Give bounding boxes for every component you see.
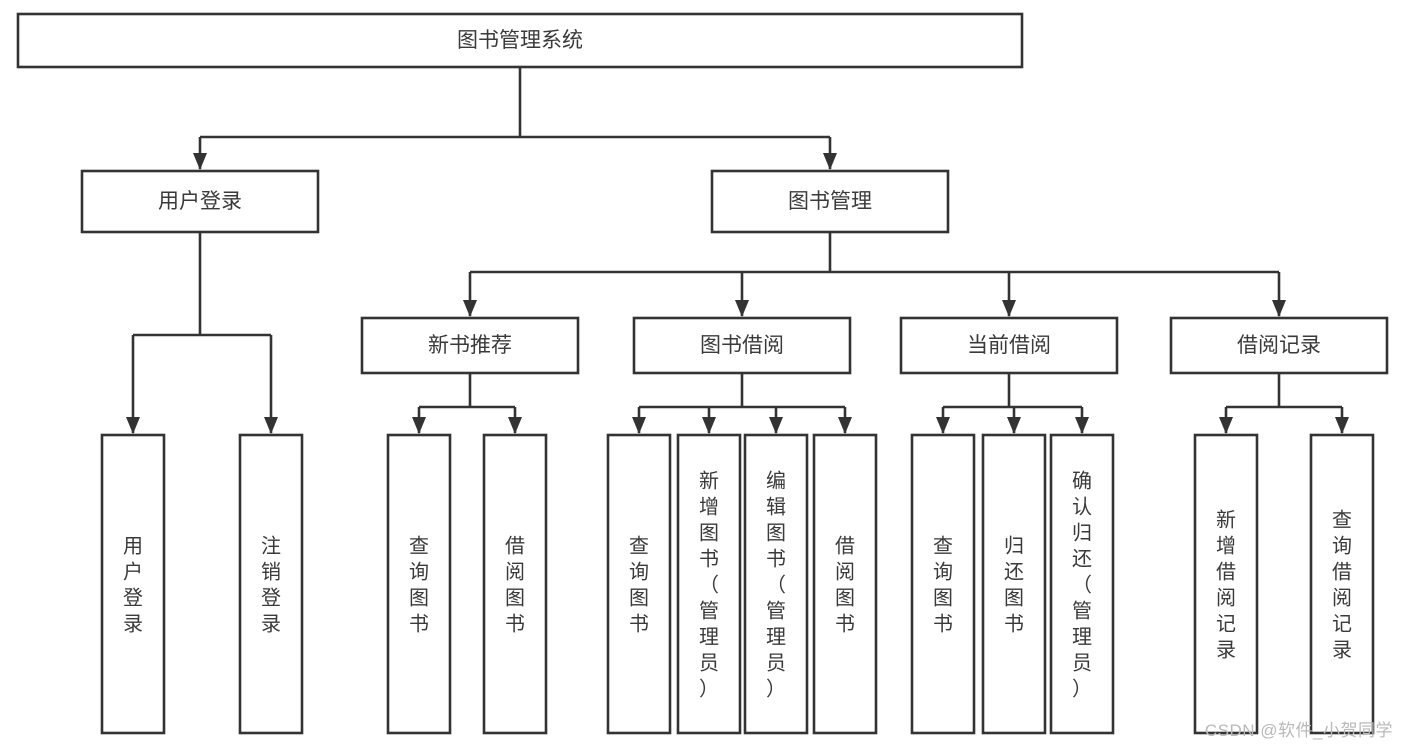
node-br-query-record[interactable]: 查询借阅记录 — [1309, 433, 1375, 735]
node-borrow-record[interactable]: 借阅记录 — [1169, 316, 1389, 375]
watermark-label: CSDN @软件_小贺同学 — [1204, 721, 1393, 740]
arrow-head-icon-borrow-record — [1272, 300, 1286, 317]
node-current-borrow[interactable]: 当前借阅 — [899, 316, 1119, 375]
arrow-head-icon-bb-add-book — [702, 417, 716, 434]
node-br-query-record-box[interactable] — [1309, 433, 1375, 735]
node-br-add-record-label: 新增借阅记录 — [1216, 508, 1236, 661]
node-bb-edit-book-box[interactable] — [743, 433, 809, 735]
node-nb-query-book[interactable]: 查询图书 — [386, 433, 452, 735]
node-cb-return-book-label: 归还图书 — [1004, 534, 1024, 635]
node-book-borrow-label: 图书借阅 — [700, 334, 784, 357]
arrow-head-icon-cb-confirm-return — [1075, 417, 1089, 434]
node-new-book-recommend-box[interactable] — [360, 316, 580, 375]
node-br-add-record[interactable]: 新增借阅记录 — [1193, 433, 1259, 735]
node-user-login[interactable]: 用户登录 — [80, 169, 320, 234]
node-cb-confirm-return-label: 确认归还（管理员） — [1072, 469, 1092, 700]
arrow-head-icon-book-borrow — [735, 300, 749, 317]
node-bb-query-book-box[interactable] — [606, 433, 672, 735]
node-borrow-record-box[interactable] — [1169, 316, 1389, 375]
node-user-login-box[interactable] — [80, 169, 320, 234]
node-bb-add-book-box[interactable] — [676, 433, 742, 735]
node-bb-borrow-book[interactable]: 借阅图书 — [812, 433, 878, 735]
node-nb-query-book-label: 查询图书 — [409, 534, 429, 635]
node-bb-edit-book[interactable]: 编辑图书（管理员） — [743, 433, 809, 735]
node-cb-query-book[interactable]: 查询图书 — [910, 433, 976, 735]
node-new-book-recommend-label: 新书推荐 — [428, 334, 512, 357]
node-cb-query-book-label: 查询图书 — [933, 534, 953, 635]
node-cb-return-book[interactable]: 归还图书 — [981, 433, 1047, 735]
node-bb-add-book[interactable]: 新增图书（管理员） — [676, 433, 742, 735]
node-bb-borrow-book-label: 借阅图书 — [835, 534, 855, 635]
arrow-head-icon-user-logout — [264, 417, 278, 434]
node-bb-borrow-book-box[interactable] — [812, 433, 878, 735]
arrow-head-icon-nb-query-book — [412, 417, 426, 434]
node-bb-query-book[interactable]: 查询图书 — [606, 433, 672, 735]
node-book-management[interactable]: 图书管理 — [710, 169, 950, 234]
node-new-book-recommend[interactable]: 新书推荐 — [360, 316, 580, 375]
node-current-borrow-box[interactable] — [899, 316, 1119, 375]
node-user-login-do-label: 用户登录 — [123, 535, 143, 635]
arrow-head-icon-user-login-do — [126, 417, 140, 434]
node-bb-query-book-label: 查询图书 — [629, 534, 649, 635]
node-current-borrow-label: 当前借阅 — [967, 334, 1051, 357]
node-br-add-record-box[interactable] — [1193, 433, 1259, 735]
node-root-box[interactable] — [16, 12, 1024, 69]
node-br-query-record-label: 查询借阅记录 — [1332, 508, 1352, 661]
arrow-head-icon-user-login — [193, 153, 207, 170]
node-cb-query-book-box[interactable] — [910, 433, 976, 735]
arrow-head-icon-cb-query-book — [936, 417, 950, 434]
node-user-login-do[interactable]: 用户登录 — [100, 433, 166, 735]
arrow-head-icon-bb-borrow-book — [838, 417, 852, 434]
node-book-management-box[interactable] — [710, 169, 950, 234]
node-book-borrow[interactable]: 图书借阅 — [632, 316, 852, 375]
arrow-head-icon-book-management — [823, 153, 837, 170]
node-cb-confirm-return[interactable]: 确认归还（管理员） — [1049, 433, 1115, 735]
node-nb-borrow-book[interactable]: 借阅图书 — [482, 433, 548, 735]
node-cb-return-book-box[interactable] — [981, 433, 1047, 735]
node-user-login-do-box[interactable] — [100, 433, 166, 735]
arrow-head-icon-bb-query-book — [632, 417, 646, 434]
node-book-management-label: 图书管理 — [788, 190, 872, 213]
arrow-head-icon-nb-borrow-book — [508, 417, 522, 434]
node-root-label: 图书管理系统 — [457, 29, 583, 52]
arrow-head-icon-new-book-recommend — [463, 300, 477, 317]
node-bb-add-book-label: 新增图书（管理员） — [699, 469, 719, 700]
node-user-logout-label: 注销登录 — [261, 534, 281, 635]
node-borrow-record-label: 借阅记录 — [1237, 334, 1321, 357]
node-nb-borrow-book-box[interactable] — [482, 433, 548, 735]
arrow-head-icon-current-borrow — [1002, 300, 1016, 317]
node-user-login-label: 用户登录 — [158, 190, 242, 213]
arrow-head-icon-bb-edit-book — [769, 417, 783, 434]
node-root[interactable]: 图书管理系统 — [16, 12, 1024, 69]
node-user-logout-box[interactable] — [238, 433, 304, 735]
arrow-head-icon-br-add-record — [1219, 417, 1233, 434]
node-cb-confirm-return-box[interactable] — [1049, 433, 1115, 735]
node-nb-borrow-book-label: 借阅图书 — [505, 534, 525, 635]
node-bb-edit-book-label: 编辑图书（管理员） — [766, 469, 786, 700]
arrow-head-icon-br-query-record — [1335, 417, 1349, 434]
arrow-head-icon-cb-return-book — [1007, 417, 1021, 434]
node-nb-query-book-box[interactable] — [386, 433, 452, 735]
node-user-logout[interactable]: 注销登录 — [238, 433, 304, 735]
